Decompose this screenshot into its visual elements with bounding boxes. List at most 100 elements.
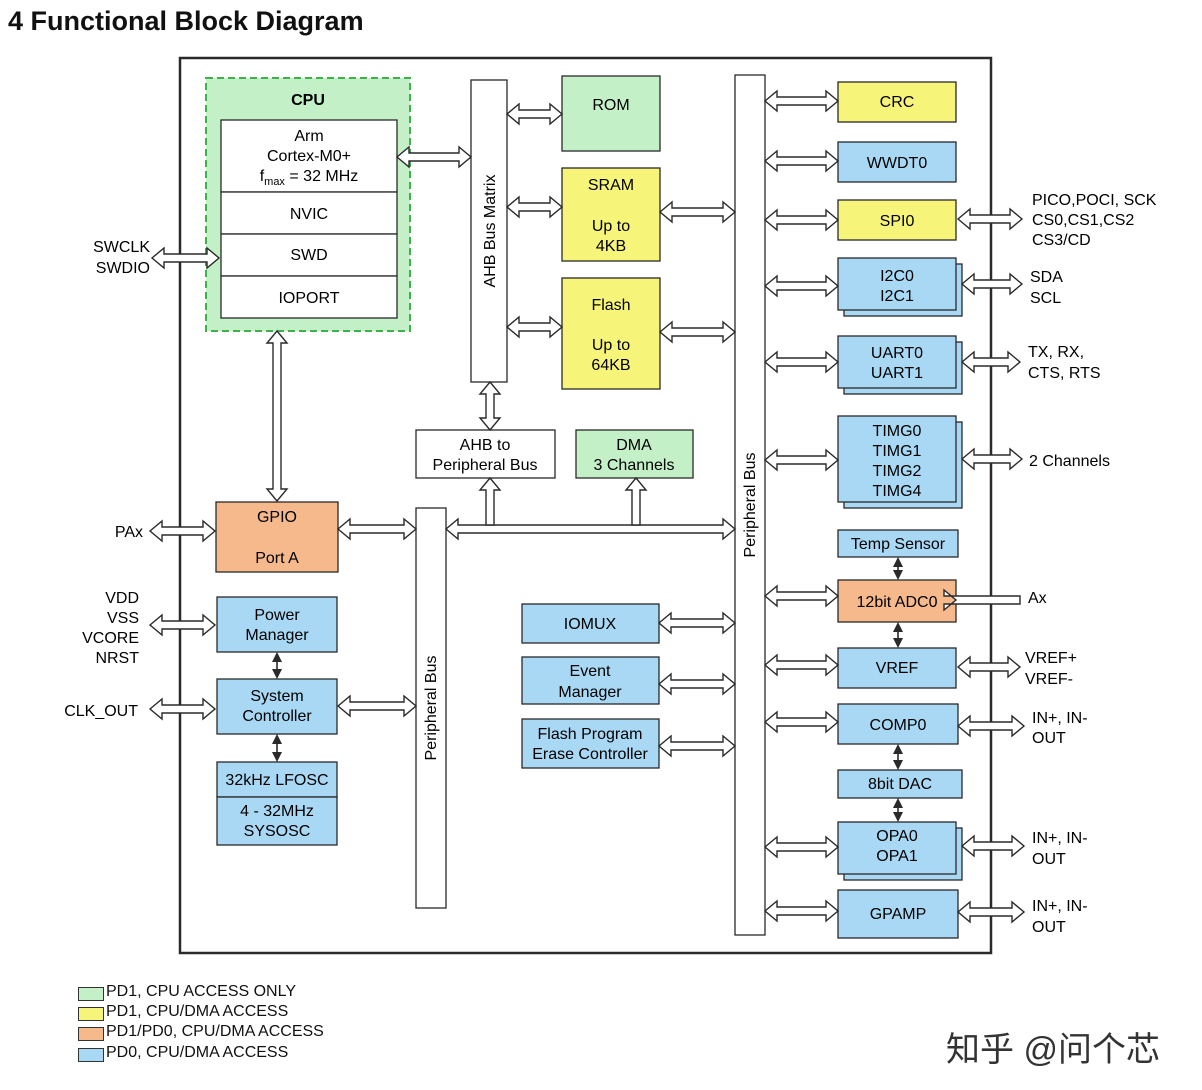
dma-line2: 3 Channels	[594, 457, 675, 474]
dma-bus-link	[624, 476, 648, 526]
gpamp-pins-1: IN+, IN-	[1032, 898, 1088, 915]
gpamp-pins-2: OUT	[1032, 919, 1066, 936]
timg-bus-arrow	[763, 448, 840, 472]
sram-bus-arrow	[658, 200, 737, 224]
core-line1: Arm	[294, 128, 323, 145]
gpamp-bus-arrow	[763, 899, 840, 923]
spi-pins-2: CS0,CS1,CS2	[1032, 212, 1134, 229]
ahb-rom-arrow	[505, 102, 564, 126]
spi-pins-3: CS3/CD	[1032, 232, 1091, 249]
i2c-bus-arrow	[763, 274, 840, 298]
peripheral-bus-right-label: Peripheral Bus	[742, 453, 759, 558]
iomux-bus-arrow	[657, 611, 737, 635]
flash-label: Flash	[591, 297, 630, 314]
spi-pins-1: PICO,POCI, SCK	[1032, 192, 1157, 209]
spi-label: SPI0	[880, 213, 915, 230]
sram-size1: Up to	[592, 218, 630, 235]
flash-controller-block	[521, 718, 660, 769]
comp-pins-1: IN+, IN-	[1032, 710, 1088, 727]
opa-bus-arrow	[763, 835, 840, 859]
legend-label: PD1, CPU ACCESS ONLY	[106, 983, 296, 1000]
flash-controller-line1: Flash Program	[538, 726, 643, 743]
comp-bus-arrow	[763, 710, 840, 734]
gpio-block	[215, 501, 339, 573]
swd-label: SWD	[290, 247, 327, 264]
pax-label: PAx	[115, 524, 143, 541]
i2c-external-arrow	[960, 272, 1024, 296]
flash-controller-line2: Erase Controller	[532, 746, 648, 763]
vref-external-arrow	[956, 655, 1022, 679]
gpio-line1: GPIO	[257, 509, 297, 526]
sram-size2: 4KB	[596, 238, 626, 255]
core-line2: Cortex-M0+	[267, 148, 351, 165]
timg2-label: TIMG2	[873, 463, 922, 480]
watermark-text: 知乎 @问个芯	[946, 1031, 1160, 1069]
adc-bus-arrow	[763, 584, 840, 608]
iomux-block	[521, 603, 660, 644]
ax-label: Ax	[1028, 590, 1047, 607]
nvic-block	[220, 191, 398, 235]
sysosc-block	[216, 796, 338, 846]
timg-external-arrow	[960, 447, 1024, 471]
sysosc-line2: SYSOSC	[244, 823, 311, 840]
i2c1-label: I2C1	[880, 288, 914, 305]
comp-pins-2: OUT	[1032, 730, 1066, 747]
dma-line1: DMA	[616, 437, 652, 454]
legend-label: PD1/PD0, CPU/DMA ACCESS	[106, 1023, 324, 1040]
power-external-arrow	[148, 613, 217, 637]
bridge-bus-link	[478, 476, 502, 526]
ahb-bridge-arrow	[478, 380, 502, 432]
clkout-external-arrow	[148, 697, 217, 721]
peripheral-interconnect-arrow	[444, 517, 737, 541]
swdio-label: SWDIO	[96, 260, 150, 277]
sram-label: SRAM	[588, 177, 634, 194]
swclk-label: SWCLK	[93, 239, 150, 256]
sda-label: SDA	[1030, 269, 1063, 286]
swd-external-arrow	[150, 246, 221, 270]
i2c0-label: I2C0	[880, 268, 914, 285]
ax-input-arrow	[943, 588, 1021, 612]
timg-channels-label: 2 Channels	[1029, 453, 1110, 470]
clk-out-label: CLK_OUT	[64, 703, 138, 720]
vref-bus-arrow	[763, 653, 840, 677]
system-controller-line2: Controller	[242, 708, 312, 725]
pax-external-arrow	[148, 519, 217, 543]
lfosc-block	[216, 761, 338, 798]
event-manager-line2: Manager	[558, 684, 622, 701]
i2c-block	[837, 257, 957, 311]
opa-block	[837, 821, 957, 875]
ahb-bridge-line2: Peripheral Bus	[433, 457, 538, 474]
event-manager-line1: Event	[570, 663, 611, 680]
crc-block	[837, 81, 957, 123]
timg1-label: TIMG1	[873, 443, 922, 460]
ahb-bus-matrix-label: AHB Bus Matrix	[482, 175, 499, 288]
gpamp-label: GPAMP	[870, 906, 927, 923]
uart-external-arrow	[960, 350, 1022, 374]
peripheral-bus-left	[415, 507, 447, 909]
legend-swatch	[78, 1048, 104, 1062]
wwdt-block	[837, 141, 957, 183]
uart-bus-arrow	[763, 350, 840, 374]
core-fmax: fmax = 32 MHz	[260, 168, 359, 188]
cpu-ahb-arrow	[395, 145, 473, 169]
rom-block	[561, 75, 661, 152]
comp-external-arrow	[956, 714, 1026, 738]
ioport-block	[220, 275, 398, 319]
vref-minus-label: VREF-	[1025, 671, 1073, 688]
dac-block	[837, 769, 963, 799]
page-title: 4 Functional Block Diagram	[8, 6, 364, 36]
vdd-label: VDD	[105, 590, 139, 607]
spi-external-arrow	[956, 207, 1024, 231]
peripheral-bus-left-label: Peripheral Bus	[423, 656, 440, 761]
timg-block	[837, 415, 957, 503]
crc-label: CRC	[880, 94, 915, 111]
vcore-label: VCORE	[82, 630, 139, 647]
event-manager-block	[521, 656, 660, 705]
uart-pins-2: CTS, RTS	[1028, 365, 1101, 382]
power-manager-block	[216, 596, 338, 653]
ahb-flash-arrow	[505, 315, 564, 339]
adc-label: 12bit ADC0	[857, 594, 938, 611]
vref-label: VREF	[876, 660, 919, 677]
legend-label: PD0, CPU/DMA ACCESS	[106, 1044, 289, 1061]
cortex-core	[220, 119, 398, 193]
